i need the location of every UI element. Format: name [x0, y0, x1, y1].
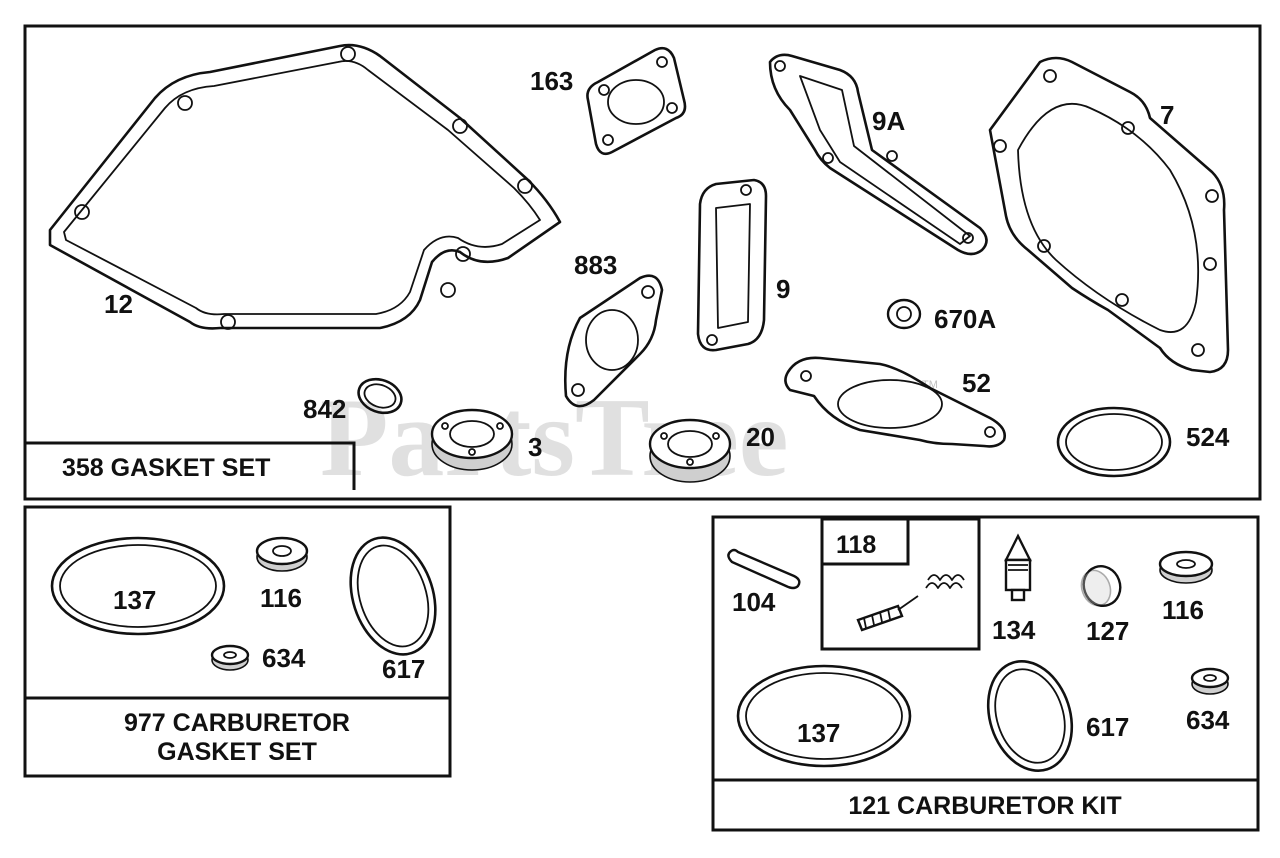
part-label-9A: 9A: [872, 106, 905, 136]
part-label-670A: 670A: [934, 304, 996, 334]
part-9-gasket: [696, 178, 768, 352]
carb-gasket-set-panel: 977 CARBURETOR GASKET SET 137 116 634 61…: [23, 505, 452, 778]
part-3-oil-seal: [430, 408, 514, 471]
part-label-104: 104: [732, 587, 776, 617]
part-label-7: 7: [1160, 100, 1174, 130]
carb-kit-title: 121 CARBURETOR KIT: [848, 792, 1121, 820]
part-label-134: 134: [992, 615, 1036, 645]
part-127-welch-plug: [1080, 565, 1122, 607]
part-617-ring: [349, 536, 437, 656]
part-label-634-b: 634: [1186, 705, 1230, 735]
part-label-116-a: 116: [260, 583, 302, 613]
part-617-kit-ring: [986, 660, 1074, 772]
part-label-9: 9: [776, 274, 790, 304]
part-137-ring: [50, 536, 226, 636]
part-label-52: 52: [962, 368, 991, 398]
part-163-gasket: [586, 46, 687, 156]
part-134-inlet-needle: [1004, 533, 1032, 602]
part-7-head-gasket: [988, 56, 1230, 374]
part-634-kit-washer: [1190, 667, 1230, 695]
part-634-washer: [210, 644, 250, 671]
part-label-634-a: 634: [262, 643, 306, 673]
gasket-set-title: 358 GASKET SET: [62, 454, 270, 482]
carb-gasket-set-border: [23, 505, 452, 778]
part-524-ring: [1056, 406, 1172, 478]
part-116-kit-washer: [1158, 550, 1214, 584]
part-670a-washer: [886, 298, 922, 330]
part-9a-gasket: [768, 53, 988, 256]
part-137-kit-ring: [736, 664, 912, 768]
carb-kit-118-label: 118: [836, 531, 876, 559]
part-label-617-b: 617: [1086, 712, 1129, 742]
part-label-12: 12: [104, 289, 133, 319]
part-842-ring: [357, 377, 403, 415]
part-label-137-b: 137: [797, 718, 840, 748]
part-12-crankcase-gasket: [48, 43, 562, 330]
part-label-524: 524: [1186, 422, 1230, 452]
part-label-163: 163: [530, 66, 573, 96]
part-52-gasket: [784, 356, 1006, 448]
trademark-mark: TM: [922, 379, 938, 391]
carb-gasket-set-title-line2: GASKET SET: [157, 738, 317, 766]
part-label-137-a: 137: [113, 585, 156, 615]
part-label-3: 3: [528, 432, 542, 462]
part-118-mixture-screw: [856, 574, 965, 632]
carb-gasket-set-title-line1: 977 CARBURETOR: [124, 709, 350, 737]
gasket-set-panel: 358 GASKET SET 12 163: [23, 24, 1262, 501]
part-label-842: 842: [303, 394, 346, 424]
part-label-116-b: 116: [1162, 595, 1204, 625]
part-883-gasket: [563, 274, 664, 408]
carb-kit-118-label-box: [822, 519, 910, 566]
part-label-883: 883: [574, 250, 617, 280]
part-20-oil-seal: [648, 418, 732, 483]
carb-kit-border: [711, 515, 1260, 832]
part-104-pin: [727, 548, 801, 590]
part-label-127: 127: [1086, 616, 1129, 646]
gasket-set-title-box: [25, 441, 356, 490]
part-label-617-a: 617: [382, 654, 425, 684]
part-116-washer: [255, 536, 309, 572]
part-label-20: 20: [746, 422, 775, 452]
carb-kit-118-box: [820, 517, 981, 651]
carb-kit-panel: 121 CARBURETOR KIT 118 104 134: [711, 515, 1260, 832]
gasket-set-border: [23, 24, 1262, 501]
